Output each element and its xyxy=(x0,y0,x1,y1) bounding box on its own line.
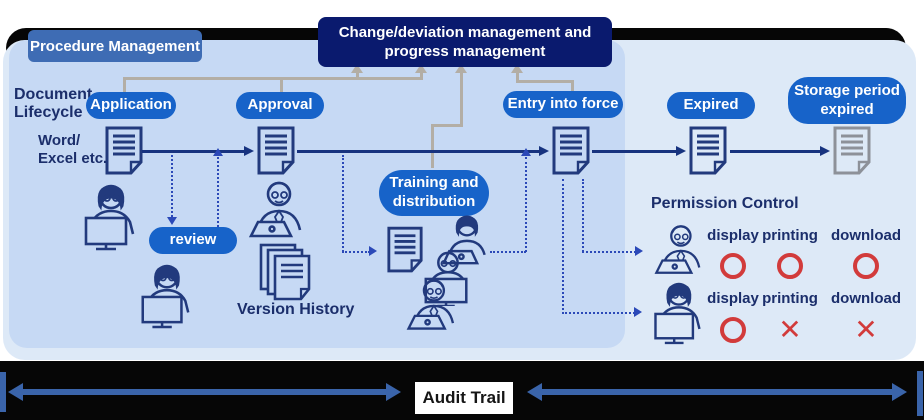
dotted-connector xyxy=(171,155,173,217)
gray-arrowhead-up-icon xyxy=(455,64,467,73)
document-stack-icon xyxy=(258,242,314,302)
gray-arrowhead-up-icon xyxy=(511,64,523,73)
document-icon xyxy=(386,224,424,276)
gray-connector xyxy=(460,72,463,127)
stage-pill-review: review xyxy=(149,227,237,254)
document-icon xyxy=(256,126,296,176)
dotted-arrowhead-up-icon xyxy=(521,148,531,156)
stage-pill-application: Application xyxy=(86,92,176,119)
procedure-management-badge: Procedure Management xyxy=(28,30,202,62)
permission-label-printing: printing xyxy=(762,227,818,244)
circle-allowed-icon xyxy=(853,253,879,279)
gray-connector xyxy=(431,124,434,168)
document-lifecycle-label: Document Lifecycle xyxy=(14,86,93,122)
dotted-arrowhead-right-icon xyxy=(369,246,377,256)
cross-denied-icon xyxy=(776,316,804,344)
dotted-connector xyxy=(490,251,526,253)
flow-arrowhead-icon xyxy=(820,146,830,156)
stage-pill-storage-period-expired: Storage period expired xyxy=(788,77,906,124)
document-icon xyxy=(551,126,591,176)
archived-document-icon xyxy=(832,126,872,176)
permission-label-download: download xyxy=(831,227,901,244)
flow-arrowhead-icon xyxy=(539,146,549,156)
person-at-laptop-icon xyxy=(652,220,708,280)
dotted-connector xyxy=(342,155,344,252)
circle-allowed-icon xyxy=(720,317,746,343)
version-history-label: Version History xyxy=(237,301,355,318)
audit-arrowhead-right-icon xyxy=(892,383,907,401)
audit-arrowhead-right-icon xyxy=(386,383,401,401)
audit-arrow-endbar xyxy=(917,371,923,416)
flow-arrow xyxy=(142,150,244,153)
permission-label-display: display xyxy=(707,227,759,244)
gray-arrowhead-up-icon xyxy=(415,64,427,73)
gray-connector xyxy=(516,80,574,83)
stage-pill-expired: Expired xyxy=(667,92,755,119)
cross-denied-icon xyxy=(852,316,880,344)
stage-pill-training-distribution: Training and distribution xyxy=(379,170,489,216)
gray-connector xyxy=(356,72,359,80)
dotted-connector xyxy=(342,251,370,253)
person-at-monitor-icon xyxy=(135,262,195,330)
stage-pill-entry-into-force: Entry into force xyxy=(503,91,623,118)
stage-pill-approval: Approval xyxy=(236,92,324,119)
gray-connector xyxy=(280,77,283,96)
audit-arrowhead-left-icon xyxy=(8,383,23,401)
permission-label-download: download xyxy=(831,290,901,307)
flow-arrowhead-icon xyxy=(676,146,686,156)
audit-trail-arrow-right xyxy=(541,389,893,395)
dotted-connector xyxy=(582,179,584,252)
gray-connector xyxy=(571,80,574,93)
gray-arrowhead-up-icon xyxy=(351,64,363,73)
gray-connector xyxy=(123,77,126,96)
gray-connector xyxy=(516,72,519,83)
permission-control-title: Permission Control xyxy=(651,195,799,212)
permission-label-printing: printing xyxy=(762,290,818,307)
flow-arrow xyxy=(297,150,539,153)
flow-arrow xyxy=(730,150,820,153)
change-management-box: Change/deviation management and progress… xyxy=(318,17,612,67)
audit-trail-arrow-left xyxy=(22,389,388,395)
permission-label-display: display xyxy=(707,290,759,307)
change-management-line2: progress management xyxy=(384,43,546,60)
dotted-connector xyxy=(582,251,636,253)
circle-allowed-icon xyxy=(720,253,746,279)
word-excel-label: Word/ Excel etc. xyxy=(38,132,108,167)
person-at-monitor-icon xyxy=(78,182,140,252)
dotted-arrowhead-right-icon xyxy=(635,246,643,256)
gray-connector xyxy=(420,72,423,80)
audit-arrowhead-left-icon xyxy=(527,383,542,401)
dotted-arrowhead-up-icon xyxy=(213,148,223,156)
dotted-arrowhead-down-icon xyxy=(167,217,177,225)
gray-connector xyxy=(431,124,463,127)
person-at-laptop-icon xyxy=(404,276,462,334)
person-at-laptop-icon xyxy=(246,178,310,242)
document-icon xyxy=(688,126,728,176)
dotted-connector xyxy=(217,157,219,227)
flow-arrow xyxy=(592,150,676,153)
gray-connector xyxy=(123,77,423,80)
change-management-line1: Change/deviation management and xyxy=(338,23,592,41)
dotted-connector xyxy=(525,157,527,252)
audit-trail-label: Audit Trail xyxy=(415,382,513,414)
circle-allowed-icon xyxy=(777,253,803,279)
document-icon xyxy=(104,126,144,176)
procedure-management-label: Procedure Management xyxy=(29,37,201,55)
person-at-monitor-icon xyxy=(648,280,706,346)
audit-arrow-endbar xyxy=(0,372,6,412)
dotted-connector xyxy=(562,312,635,314)
dotted-arrowhead-right-icon xyxy=(634,307,642,317)
dotted-connector xyxy=(562,179,564,314)
flow-arrowhead-icon xyxy=(244,146,254,156)
